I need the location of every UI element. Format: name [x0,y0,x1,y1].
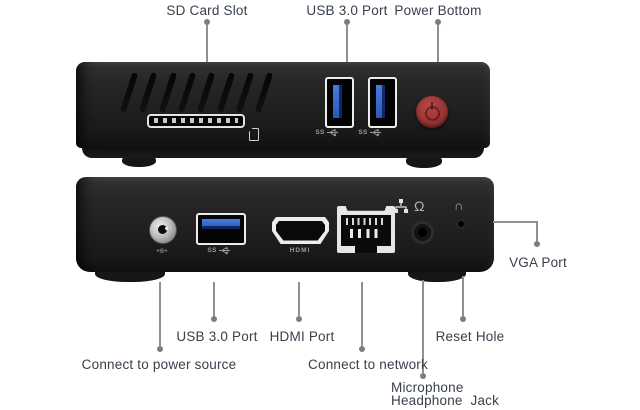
usb-tongue [376,85,385,118]
label-microphone: Microphone [391,380,464,395]
usb3-port-rear [196,213,246,245]
ethernet-pins-mid [350,229,382,238]
ss-label: SS [207,247,217,254]
usb-tongue [202,219,240,229]
ss-label: SS [315,129,325,136]
headphone-icon: Ω [414,198,425,214]
headphone-jack [411,221,434,244]
label-connect-power: Connect to power source [81,357,237,372]
dc-jack-hole [158,225,167,234]
leader-line-mic-headphone [422,280,424,373]
device-base-lip [82,146,484,158]
usb-trident-icon [326,129,339,137]
leader-line-sd [206,25,208,62]
hdmi-marking: HDMI [289,247,311,254]
leader-line-network [361,282,363,346]
usb3-port-1 [325,77,354,128]
label-power-bottom: Power Bottom [394,3,482,18]
leader-dot-hdmi [296,316,302,322]
vent-slit [158,72,178,113]
ethernet-clip-tab [355,246,377,253]
label-vga-port: VGA Port [509,255,567,270]
power-icon-stem [430,102,433,110]
hdmi-port-inner [276,220,325,241]
usb-ss-icon: SS [356,128,384,137]
label-reset-hole: Reset Hole [435,329,505,344]
leader-dot-network [359,346,365,352]
label-sd-card-slot: SD Card Slot [166,3,248,18]
sd-card-icon [249,128,259,141]
vent-slit [235,72,255,113]
label-usb-rear: USB 3.0 Port [176,329,258,344]
usb-tongue [333,85,342,118]
ethernet-port [337,206,395,253]
vent-slit [196,72,216,113]
usb3-port-2 [368,77,397,128]
sd-slot-contacts [154,118,238,123]
leader-dot-usb-rear [211,316,217,322]
sd-card-slot [147,114,245,128]
leader-line-usb-rear [213,282,215,316]
label-connect-network: Connect to network [308,357,428,372]
leader-line-vga-h [493,221,537,223]
leader-dot-usb-top [344,19,350,25]
leader-line-power [437,25,439,62]
leader-line-power-source [159,282,161,346]
usb-ss-icon: SS [313,128,341,137]
leader-line-usb-top [346,25,348,62]
mini-pc-top-view: SS SS [76,62,490,148]
vent-slit [119,72,139,113]
leader-dot-reset [460,316,466,322]
ethernet-pins-top [346,218,386,225]
leader-dot-vga [534,241,540,247]
network-icon [394,199,408,213]
vent-slit [138,72,158,113]
leader-line-reset [462,276,464,316]
leader-dot-sd [204,19,210,25]
leader-dot-power-source [157,346,163,352]
reset-arc-icon: ∩ [454,198,464,213]
label-hdmi-port: HDMI Port [269,329,335,344]
power-button [416,96,448,128]
leader-dot-mic-headphone [420,373,426,379]
reset-hole [458,221,464,227]
dc-power-jack [149,216,177,244]
leader-line-vga-v [536,221,538,242]
usb-ss-icon: SS [205,246,233,255]
vent-slit [216,72,236,113]
label-usb-top: USB 3.0 Port [306,3,388,18]
label-headphone-jack: Headphone Jack [391,393,500,408]
usb-trident-icon [218,247,231,255]
hdmi-port [272,217,329,244]
dc-jack-highlight [165,227,168,230]
usb-trident-icon [369,129,382,137]
leader-line-hdmi [298,282,300,316]
ss-label: SS [358,129,368,136]
mini-pc-rear-view: •⊕• SS HDMI [76,177,494,272]
leader-dot-power [435,19,441,25]
vent-slit [254,72,274,113]
vent-slit [177,72,197,113]
dc-polarity-icon: •⊕• [156,248,168,255]
